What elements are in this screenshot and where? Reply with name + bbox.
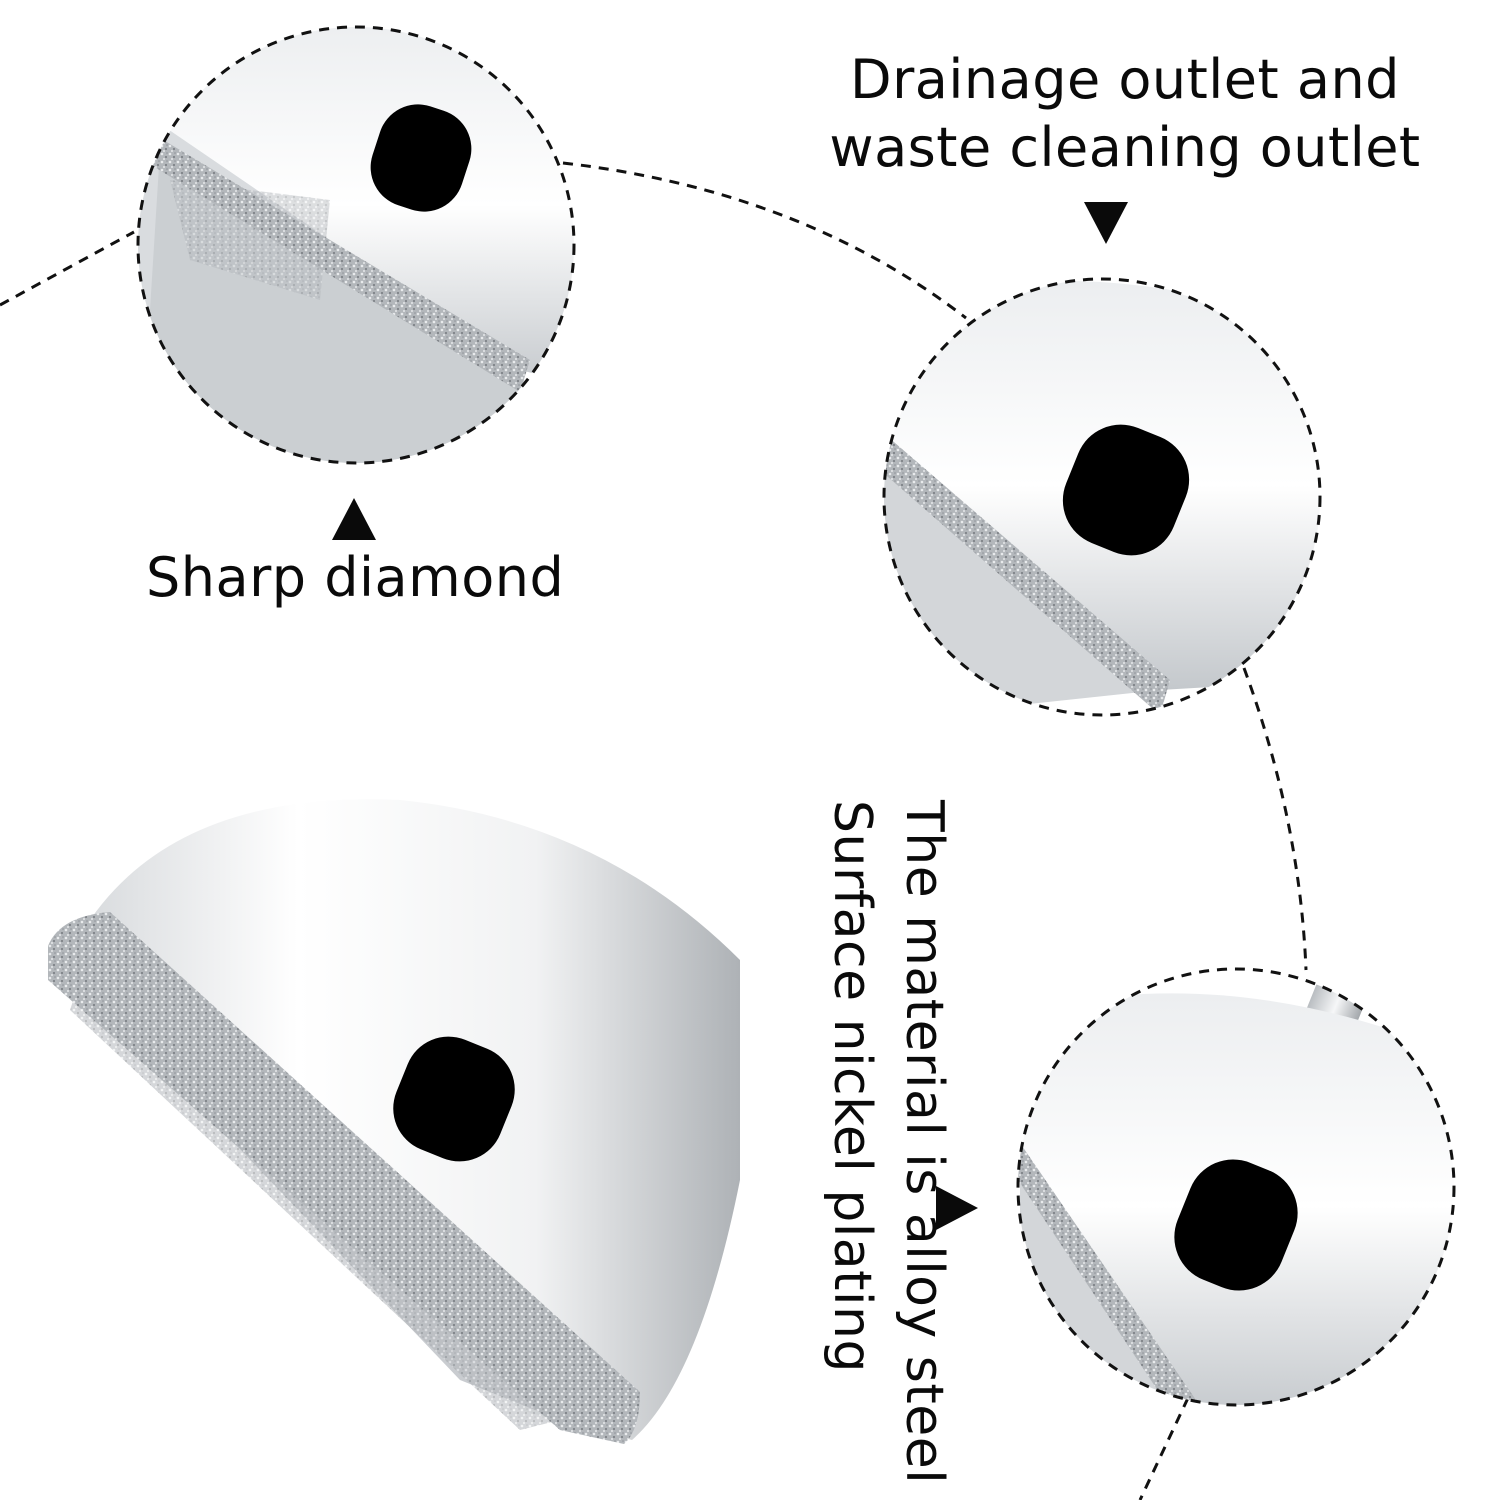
callout-material-line2: Surface nickel plating (822, 800, 882, 1373)
connector-line-left (0, 230, 135, 307)
zoom-circle-drainage-outlet (882, 277, 1322, 717)
connector-line-top (562, 161, 967, 320)
connector-lines (0, 161, 1308, 1500)
callout-drainage-line2: waste cleaning outlet (829, 116, 1421, 179)
triangle-right-icon (936, 1186, 978, 1230)
callout-sharp-diamond: Sharp diamond (146, 546, 565, 609)
zoom-circle-material (1016, 967, 1456, 1407)
triangle-up-icon (332, 498, 376, 540)
slot-hole (1174, 1159, 1298, 1291)
diamond-rim (48, 912, 640, 1444)
slot-hole (1062, 424, 1190, 556)
callout-drainage-outlet: Drainage outlet and waste cleaning outle… (820, 46, 1430, 182)
hole-saw-main (48, 799, 740, 1444)
slot-hole (393, 1036, 515, 1162)
callout-material: The material is alloy steel Surface nick… (800, 800, 960, 1500)
slot-hole (370, 104, 472, 212)
connector-line-bottom (1138, 1397, 1190, 1500)
zoom-circle-sharp-diamond (136, 25, 576, 465)
callout-drainage-line1: Drainage outlet and (850, 48, 1400, 111)
triangle-down-icon (1084, 202, 1128, 244)
connector-line-right (1242, 667, 1308, 971)
callout-material-line1: The material is alloy steel (894, 800, 954, 1485)
